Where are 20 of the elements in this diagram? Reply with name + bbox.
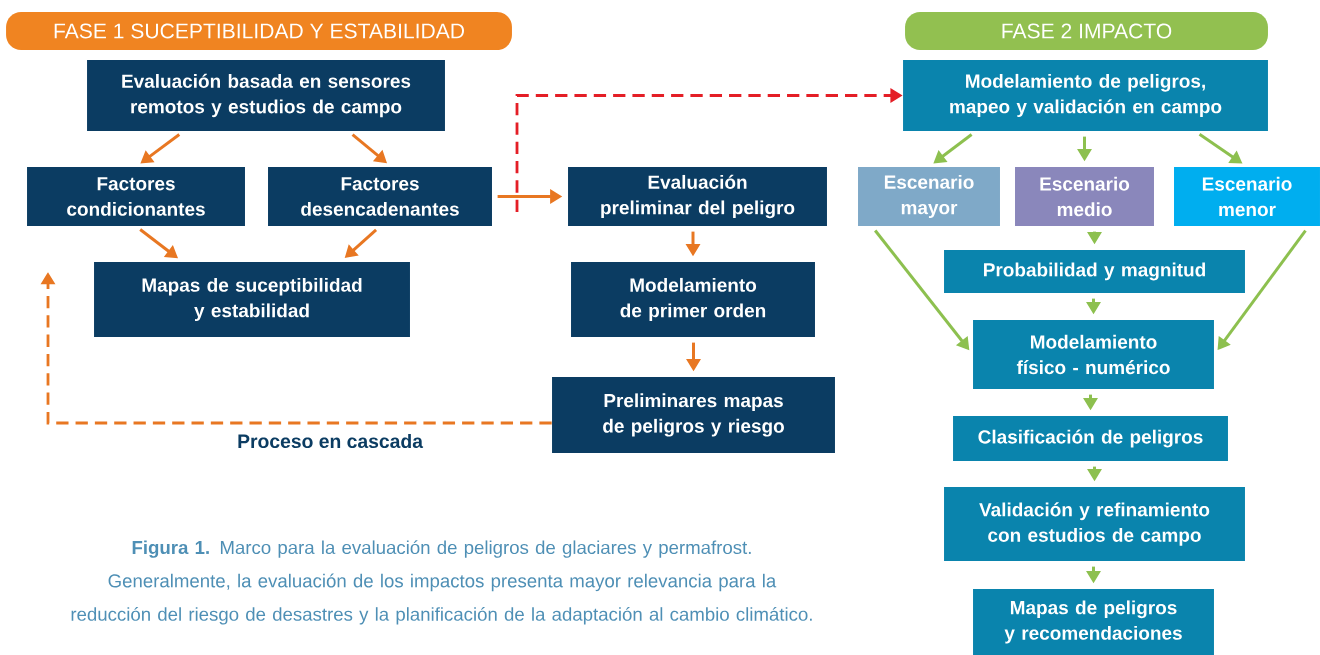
process-box: Probabilidad y magnitud [944,250,1245,293]
process-box: Escenario mayor [858,167,1000,226]
process-box: Escenario menor [1174,167,1320,226]
process-box: Escenario medio [1015,167,1154,226]
phase-header: FASE 1 SUCEPTIBILIDAD Y ESTABILIDAD [6,12,512,50]
phase-header: FASE 2 IMPACTO [905,12,1268,50]
process-box: Modelamiento de peligros, mapeo y validación en campo [903,60,1268,131]
edge-label: Proceso en cascada [235,432,425,450]
process-box: Evaluación preliminar del peligro [568,167,827,226]
process-box: Modelamiento de primer orden [571,262,815,337]
process-box: Factores desencadenantes [268,167,492,226]
process-box: Mapas de suceptibilidad y estabilidad [94,262,410,337]
process-box: Factores condicionantes [27,167,245,226]
process-box: Clasificación de peligros [953,416,1228,461]
process-box: Validación y refinamiento con estudios de campo [944,487,1245,561]
process-box: Evaluación basada en sensores remotos y estudios de campo [87,60,445,131]
process-box: Modelamiento físico - numérico [973,320,1214,389]
caption: Figura 1. Marco para la evaluación de peligros de glaciares y permafrost. Generalmente, la evaluación de los impactos presenta mayor relevancia para la reducción del riesgo de desastres y la planificación de la adaptación al cambio climático. [71,540,812,625]
process-box: Preliminares mapas de peligros y riesgo [552,377,835,453]
process-box: Mapas de peligros y recomendaciones [973,589,1214,655]
